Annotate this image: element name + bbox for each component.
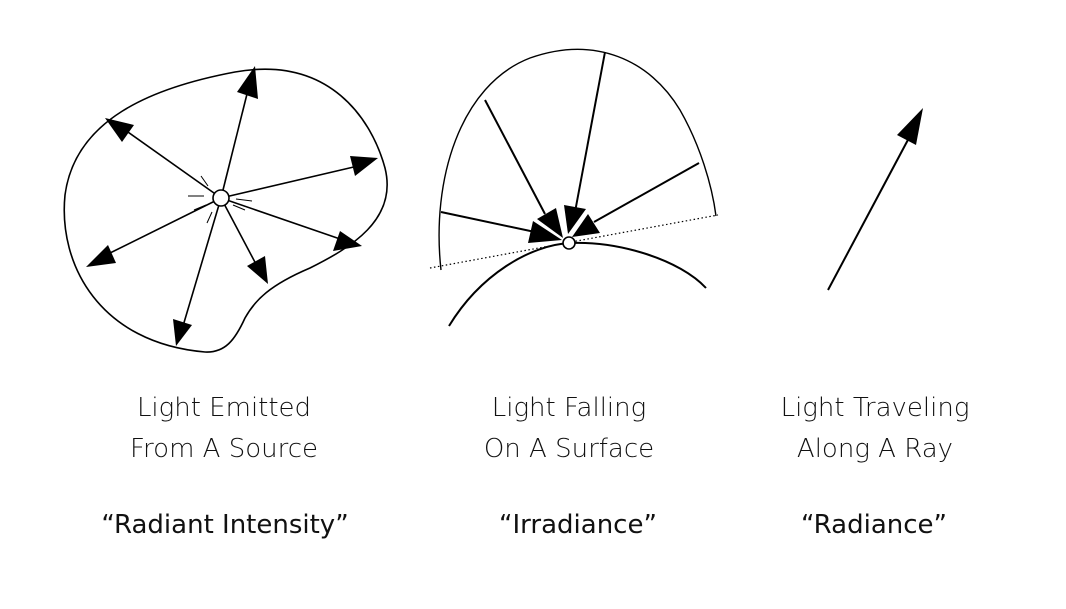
- incident-rays: [440, 51, 700, 233]
- caption-line: From A Source: [129, 434, 319, 464]
- emitter-glow-marks: [188, 169, 253, 224]
- tangent-plane: [429, 214, 719, 269]
- arrowhead: [105, 118, 134, 142]
- emission-ray: [220, 165, 359, 199]
- caption-radiant-intensity: Light Emitted From A Source: [74, 388, 374, 470]
- surface-curve: [448, 241, 707, 327]
- emission-ray: [107, 197, 222, 255]
- caption-line: Light Emitted: [136, 393, 312, 423]
- glow-mark: [224, 169, 229, 182]
- ray-line: [827, 135, 911, 291]
- glow-mark: [206, 211, 213, 224]
- hemisphere-outline: [438, 48, 717, 271]
- emission-ray: [220, 85, 250, 199]
- arrowhead: [237, 66, 258, 99]
- incident-ray: [440, 211, 536, 233]
- glow-mark: [232, 204, 246, 211]
- radiance-figure: [827, 108, 923, 291]
- point-source: [212, 189, 230, 207]
- incident-ray: [574, 51, 606, 213]
- emission-ray: [124, 129, 222, 199]
- emission-ray: [182, 197, 222, 327]
- emitter-region-outline: [63, 68, 388, 353]
- caption-line: Along A Ray: [796, 434, 954, 464]
- caption-line: Light Traveling: [780, 393, 970, 423]
- emission-ray: [220, 197, 258, 267]
- arrowhead: [537, 208, 563, 238]
- arrowhead: [173, 319, 192, 346]
- glow-mark: [193, 204, 207, 211]
- arrowhead: [350, 156, 378, 176]
- incident-ray: [593, 162, 700, 223]
- irradiance-figure: [429, 48, 719, 327]
- term-radiance: “Radiance”: [801, 510, 947, 540]
- arrowheads-converging: [528, 205, 600, 243]
- emission-rays: [107, 85, 359, 327]
- arrowhead: [564, 205, 586, 234]
- arrowhead: [86, 245, 116, 267]
- surface-point: [562, 236, 576, 250]
- arrowhead: [572, 214, 600, 237]
- radiant-intensity-figure: [63, 66, 388, 353]
- arrowhead: [528, 221, 562, 243]
- term-irradiance: “Irradiance”: [499, 510, 657, 540]
- glow-mark: [200, 175, 209, 187]
- glow-mark: [235, 198, 253, 202]
- term-radiant-intensity: “Radiant Intensity”: [101, 510, 349, 540]
- caption-line: On A Surface: [483, 434, 655, 464]
- emission-ray: [220, 197, 344, 241]
- caption-radiance: Light Traveling Along A Ray: [725, 388, 1025, 470]
- incident-ray: [484, 99, 546, 215]
- ray-arrowhead: [897, 108, 923, 145]
- arrowhead: [247, 256, 268, 284]
- caption-irradiance: Light Falling On A Surface: [419, 388, 719, 470]
- caption-line: Light Falling: [491, 393, 647, 423]
- arrowheads: [86, 66, 378, 346]
- arrowhead: [333, 231, 362, 251]
